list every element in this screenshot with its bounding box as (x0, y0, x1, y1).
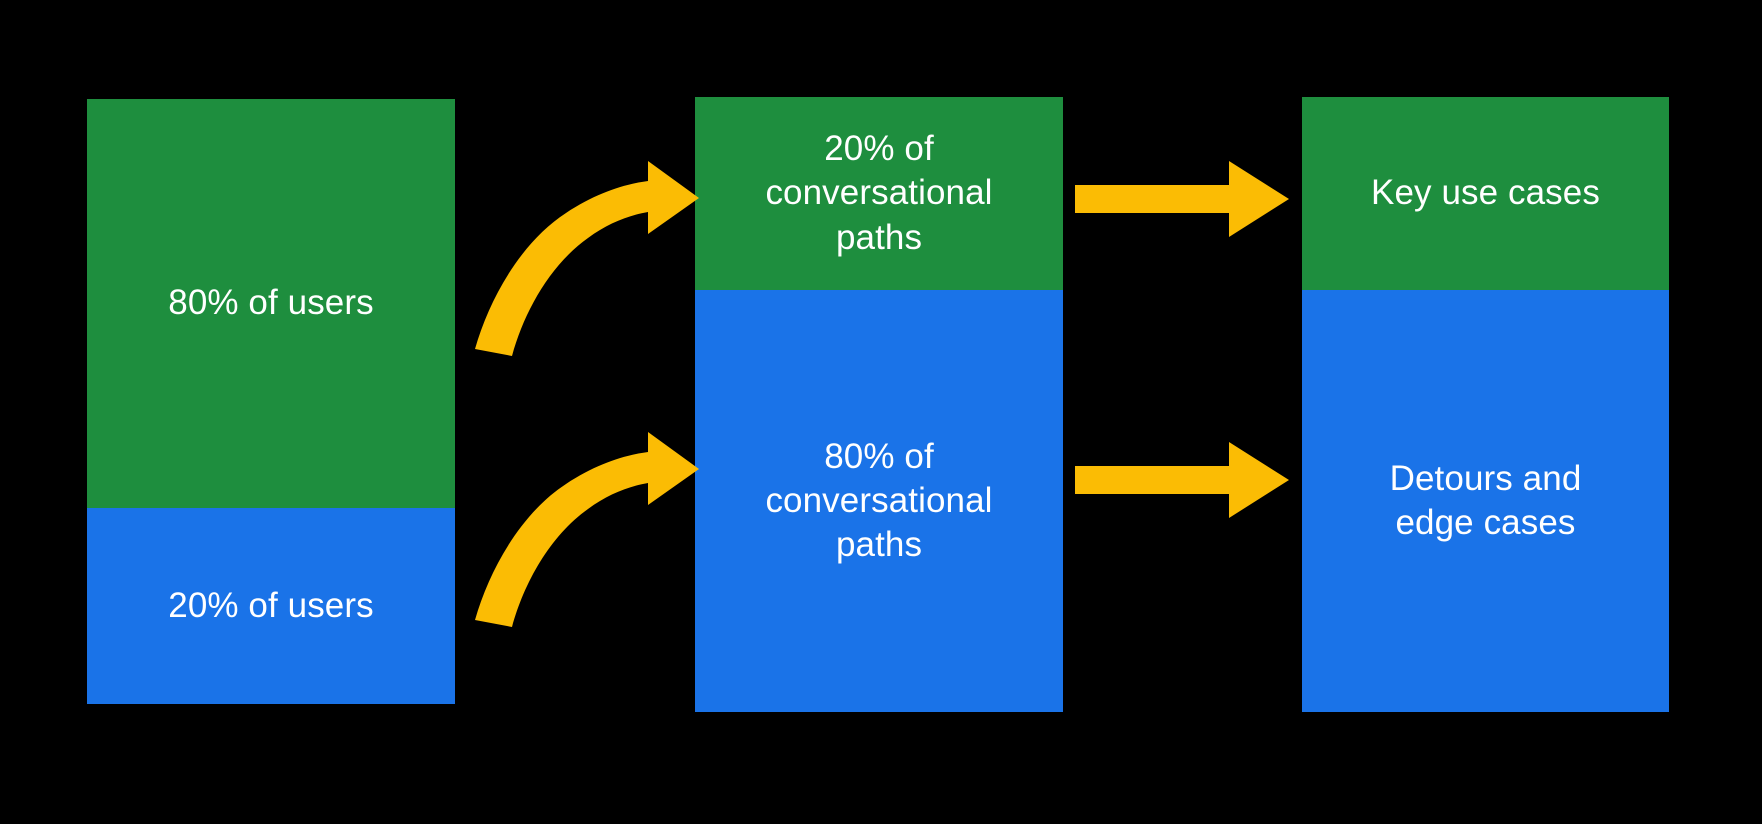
curved-arrow-users-to-paths-green (475, 161, 699, 356)
users-column: 80% of users 20% of users (87, 99, 455, 704)
segment-label-cases-green: Key use cases (1371, 173, 1600, 213)
conversational-paths-column: 20% of conversational paths 80% of conve… (695, 97, 1063, 712)
segment-cases-blue: Detours and edge cases (1302, 290, 1669, 712)
segment-label-users-blue: 20% of users (168, 585, 374, 625)
straight-arrow-paths-to-key-use-cases (1075, 161, 1289, 237)
straight-arrow-paths-to-detours (1075, 442, 1289, 518)
segment-paths-green: 20% of conversational paths (695, 97, 1063, 290)
curved-arrow-users-to-paths-blue (475, 432, 699, 627)
segment-users-green: 80% of users (87, 99, 455, 508)
segment-paths-blue: 80% of conversational paths (695, 290, 1063, 712)
use-cases-column: Key use cases Detours and edge cases (1302, 97, 1669, 712)
segment-label-paths-blue: 80% of conversational paths (765, 436, 993, 565)
segment-label-cases-blue: Detours and edge cases (1389, 458, 1582, 542)
segment-label-paths-green: 20% of conversational paths (765, 129, 993, 257)
segment-users-blue: 20% of users (87, 508, 455, 704)
segment-label-users-green: 80% of users (168, 283, 374, 323)
segment-cases-green: Key use cases (1302, 97, 1669, 290)
